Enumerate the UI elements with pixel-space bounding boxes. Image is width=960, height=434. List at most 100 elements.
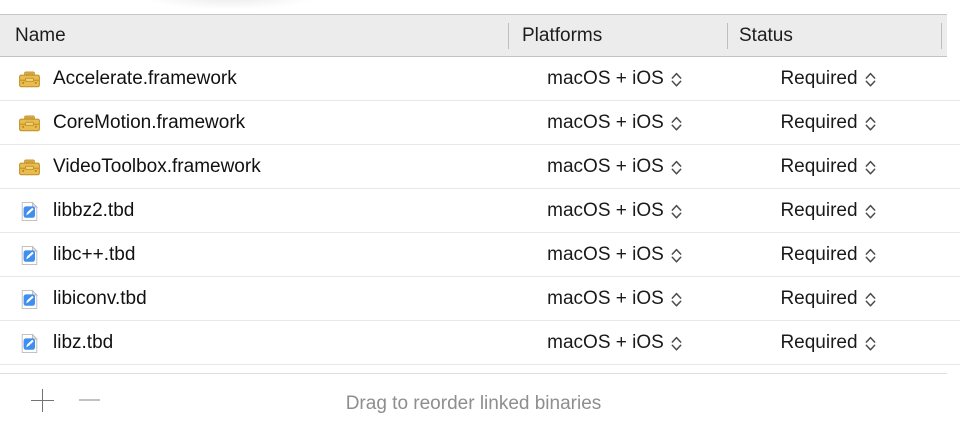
cell-name[interactable]: libz.tbd xyxy=(0,321,508,365)
status-popup-button[interactable]: Required xyxy=(780,288,875,310)
minus-icon xyxy=(78,399,100,401)
platforms-value: macOS + iOS xyxy=(547,156,664,177)
cell-status[interactable]: Required xyxy=(727,145,941,189)
add-button[interactable] xyxy=(25,383,59,417)
table-row[interactable]: VideoToolbox.framework macOS + iOS Requi… xyxy=(0,145,960,189)
platforms-value: macOS + iOS xyxy=(547,200,664,221)
column-header-status[interactable]: Status xyxy=(739,25,793,46)
column-divider-status-end[interactable] xyxy=(941,23,942,49)
cell-platforms[interactable]: macOS + iOS xyxy=(508,233,727,277)
status-popup-button[interactable]: Required xyxy=(780,244,875,266)
status-popup-button[interactable]: Required xyxy=(780,332,875,354)
column-header-platforms[interactable]: Platforms xyxy=(522,25,603,46)
chevron-up-down-icon xyxy=(671,70,682,89)
platforms-popup-button[interactable]: macOS + iOS xyxy=(547,288,682,310)
cell-name[interactable]: libbz2.tbd xyxy=(0,189,508,233)
status-popup-button[interactable]: Required xyxy=(780,112,875,134)
status-popup-button[interactable]: Required xyxy=(780,68,875,90)
cell-platforms[interactable]: macOS + iOS xyxy=(508,57,727,101)
cell-platforms[interactable]: macOS + iOS xyxy=(508,321,727,365)
row-name-label: libiconv.tbd xyxy=(53,288,147,309)
status-popup-button[interactable]: Required xyxy=(780,156,875,178)
cell-status[interactable]: Required xyxy=(727,321,941,365)
status-value: Required xyxy=(780,288,858,309)
platforms-value: macOS + iOS xyxy=(547,68,664,89)
status-value: Required xyxy=(780,68,858,89)
table-row[interactable]: CoreMotion.framework macOS + iOS Require… xyxy=(0,101,960,145)
table-row[interactable]: libiconv.tbd macOS + iOS Required xyxy=(0,277,960,321)
table-header-row: Name Platforms Status xyxy=(0,14,947,57)
cell-status[interactable]: Required xyxy=(727,189,941,233)
row-name-label: libc++.tbd xyxy=(53,244,136,265)
chevron-up-down-icon xyxy=(671,158,682,177)
row-name-label: CoreMotion.framework xyxy=(53,112,246,133)
column-divider-name-platforms[interactable] xyxy=(508,23,509,49)
chevron-up-down-icon xyxy=(671,246,682,265)
cell-name[interactable]: libc++.tbd xyxy=(0,233,508,277)
cell-name[interactable]: VideoToolbox.framework xyxy=(0,145,508,189)
top-edge-shadow xyxy=(0,0,960,14)
cell-status[interactable]: Required xyxy=(727,57,941,101)
row-name-label: VideoToolbox.framework xyxy=(53,156,261,177)
chevron-up-down-icon xyxy=(671,114,682,133)
tbd-document-icon xyxy=(17,331,42,356)
chevron-up-down-icon xyxy=(865,202,876,221)
reorder-hint-text: Drag to reorder linked binaries xyxy=(345,392,602,414)
platforms-popup-button[interactable]: macOS + iOS xyxy=(547,156,682,178)
cell-status[interactable]: Required xyxy=(727,277,941,321)
platforms-popup-button[interactable]: macOS + iOS xyxy=(547,332,682,354)
status-value: Required xyxy=(780,200,858,221)
chevron-up-down-icon xyxy=(865,158,876,177)
table-row[interactable]: libc++.tbd macOS + iOS Required xyxy=(0,233,960,277)
chevron-up-down-icon xyxy=(671,334,682,353)
cell-platforms[interactable]: macOS + iOS xyxy=(508,145,727,189)
bottom-toolbar: Drag to reorder linked binaries xyxy=(0,373,960,434)
chevron-up-down-icon xyxy=(865,114,876,133)
platforms-popup-button[interactable]: macOS + iOS xyxy=(547,112,682,134)
status-value: Required xyxy=(780,112,858,133)
cell-platforms[interactable]: macOS + iOS xyxy=(508,101,727,145)
cell-name[interactable]: Accelerate.framework xyxy=(0,57,508,101)
tbd-document-icon xyxy=(17,287,42,312)
row-name-label: libbz2.tbd xyxy=(53,200,135,221)
table-row[interactable]: libbz2.tbd macOS + iOS Required xyxy=(0,189,960,233)
remove-button[interactable] xyxy=(72,383,106,417)
cell-name[interactable]: CoreMotion.framework xyxy=(0,101,508,145)
platforms-value: macOS + iOS xyxy=(547,288,664,309)
table-row[interactable]: Accelerate.framework macOS + iOS Require… xyxy=(0,57,960,101)
column-header-name[interactable]: Name xyxy=(15,25,66,46)
cell-status[interactable]: Required xyxy=(727,101,941,145)
row-name-label: libz.tbd xyxy=(53,332,114,353)
table-body: Accelerate.framework macOS + iOS Require… xyxy=(0,57,960,365)
tbd-document-icon xyxy=(17,243,42,268)
chevron-up-down-icon xyxy=(865,290,876,309)
status-value: Required xyxy=(780,156,858,177)
framework-toolbox-icon xyxy=(17,111,42,136)
row-name-label: Accelerate.framework xyxy=(53,68,237,89)
cell-platforms[interactable]: macOS + iOS xyxy=(508,189,727,233)
platforms-popup-button[interactable]: macOS + iOS xyxy=(547,200,682,222)
chevron-up-down-icon xyxy=(671,202,682,221)
chevron-up-down-icon xyxy=(865,70,876,89)
status-value: Required xyxy=(780,244,858,265)
table-row[interactable]: libz.tbd macOS + iOS Required xyxy=(0,321,960,365)
plus-icon xyxy=(30,388,54,412)
column-divider-platforms-status[interactable] xyxy=(727,23,728,49)
platforms-value: macOS + iOS xyxy=(547,332,664,353)
chevron-up-down-icon xyxy=(865,246,876,265)
cell-name[interactable]: libiconv.tbd xyxy=(0,277,508,321)
platforms-value: macOS + iOS xyxy=(547,244,664,265)
cell-platforms[interactable]: macOS + iOS xyxy=(508,277,727,321)
status-value: Required xyxy=(780,332,858,353)
framework-toolbox-icon xyxy=(17,67,42,92)
platforms-popup-button[interactable]: macOS + iOS xyxy=(547,68,682,90)
tbd-document-icon xyxy=(17,199,42,224)
cell-status[interactable]: Required xyxy=(727,233,941,277)
chevron-up-down-icon xyxy=(865,334,876,353)
platforms-value: macOS + iOS xyxy=(547,112,664,133)
framework-toolbox-icon xyxy=(17,155,42,180)
chevron-up-down-icon xyxy=(671,290,682,309)
status-popup-button[interactable]: Required xyxy=(780,200,875,222)
platforms-popup-button[interactable]: macOS + iOS xyxy=(547,244,682,266)
